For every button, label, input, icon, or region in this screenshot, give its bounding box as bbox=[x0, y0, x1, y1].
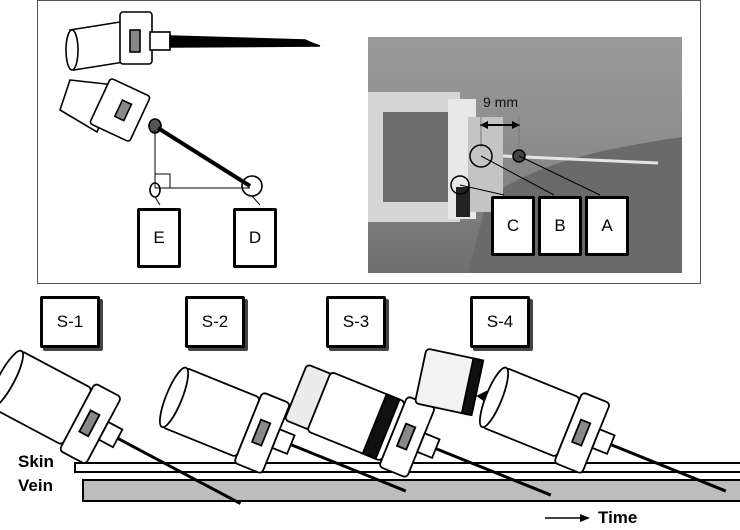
syringe-hub-a bbox=[149, 31, 171, 51]
top-syringe-horizontal bbox=[65, 11, 321, 71]
callout-c: C bbox=[491, 196, 535, 256]
step-label-s4: S-4 bbox=[470, 296, 530, 348]
time-arrowhead bbox=[580, 514, 590, 522]
mark-s3 bbox=[395, 422, 417, 451]
arrowhead-right bbox=[512, 121, 520, 129]
step-label-s3: S-3 bbox=[326, 296, 386, 348]
cap-band-s4 bbox=[460, 357, 485, 417]
barrel-end-s2 bbox=[159, 366, 190, 429]
barrel-end-s4 bbox=[479, 366, 510, 429]
leader-b bbox=[480, 155, 555, 196]
barrel-end-a bbox=[65, 29, 79, 71]
mark-s4 bbox=[570, 418, 592, 447]
step-label-s1: S-1 bbox=[40, 296, 100, 348]
vein-layer bbox=[82, 479, 740, 502]
syringe-s1 bbox=[0, 349, 242, 505]
syringe-s4 bbox=[414, 348, 727, 493]
callout-b: B bbox=[538, 196, 582, 256]
leader-a bbox=[518, 155, 601, 196]
callout-e: E bbox=[137, 208, 181, 268]
leader-d bbox=[251, 195, 261, 206]
callout-d: D bbox=[233, 208, 277, 268]
right-angle-mark bbox=[155, 173, 171, 188]
needle-s1 bbox=[116, 437, 242, 505]
syringe-s3 bbox=[284, 364, 552, 497]
leader-c bbox=[459, 184, 505, 196]
callout-a: A bbox=[585, 196, 629, 256]
leader-e bbox=[154, 196, 161, 206]
syringe-mark-a bbox=[129, 29, 141, 53]
needle-s3 bbox=[435, 447, 552, 497]
measurement-label: 9 mm bbox=[483, 94, 518, 110]
time-label: Time bbox=[598, 508, 638, 527]
circle-d bbox=[241, 175, 263, 197]
hub-window bbox=[383, 112, 453, 202]
marker-circle-b bbox=[469, 144, 493, 168]
step-label-s2: S-2 bbox=[185, 296, 245, 348]
syringe-mark-b bbox=[113, 99, 133, 122]
needle-b bbox=[156, 126, 252, 188]
barrel-end-s1 bbox=[0, 349, 24, 409]
needle-s2 bbox=[290, 443, 407, 493]
needle-s4 bbox=[610, 443, 727, 493]
arrowhead-left bbox=[480, 121, 488, 129]
needle-shaft bbox=[502, 154, 659, 165]
marker-circle-c bbox=[450, 175, 470, 195]
skin-label: Skin bbox=[18, 452, 54, 471]
needle-a bbox=[169, 35, 321, 48]
mark-s1 bbox=[78, 409, 101, 438]
angle-construction bbox=[149, 130, 263, 206]
syringe-s2 bbox=[159, 366, 407, 493]
vein-label: Vein bbox=[18, 476, 53, 495]
mark-s2 bbox=[250, 418, 272, 447]
barrel-band-s3 bbox=[361, 393, 401, 460]
top-syringe-angled bbox=[59, 78, 252, 188]
